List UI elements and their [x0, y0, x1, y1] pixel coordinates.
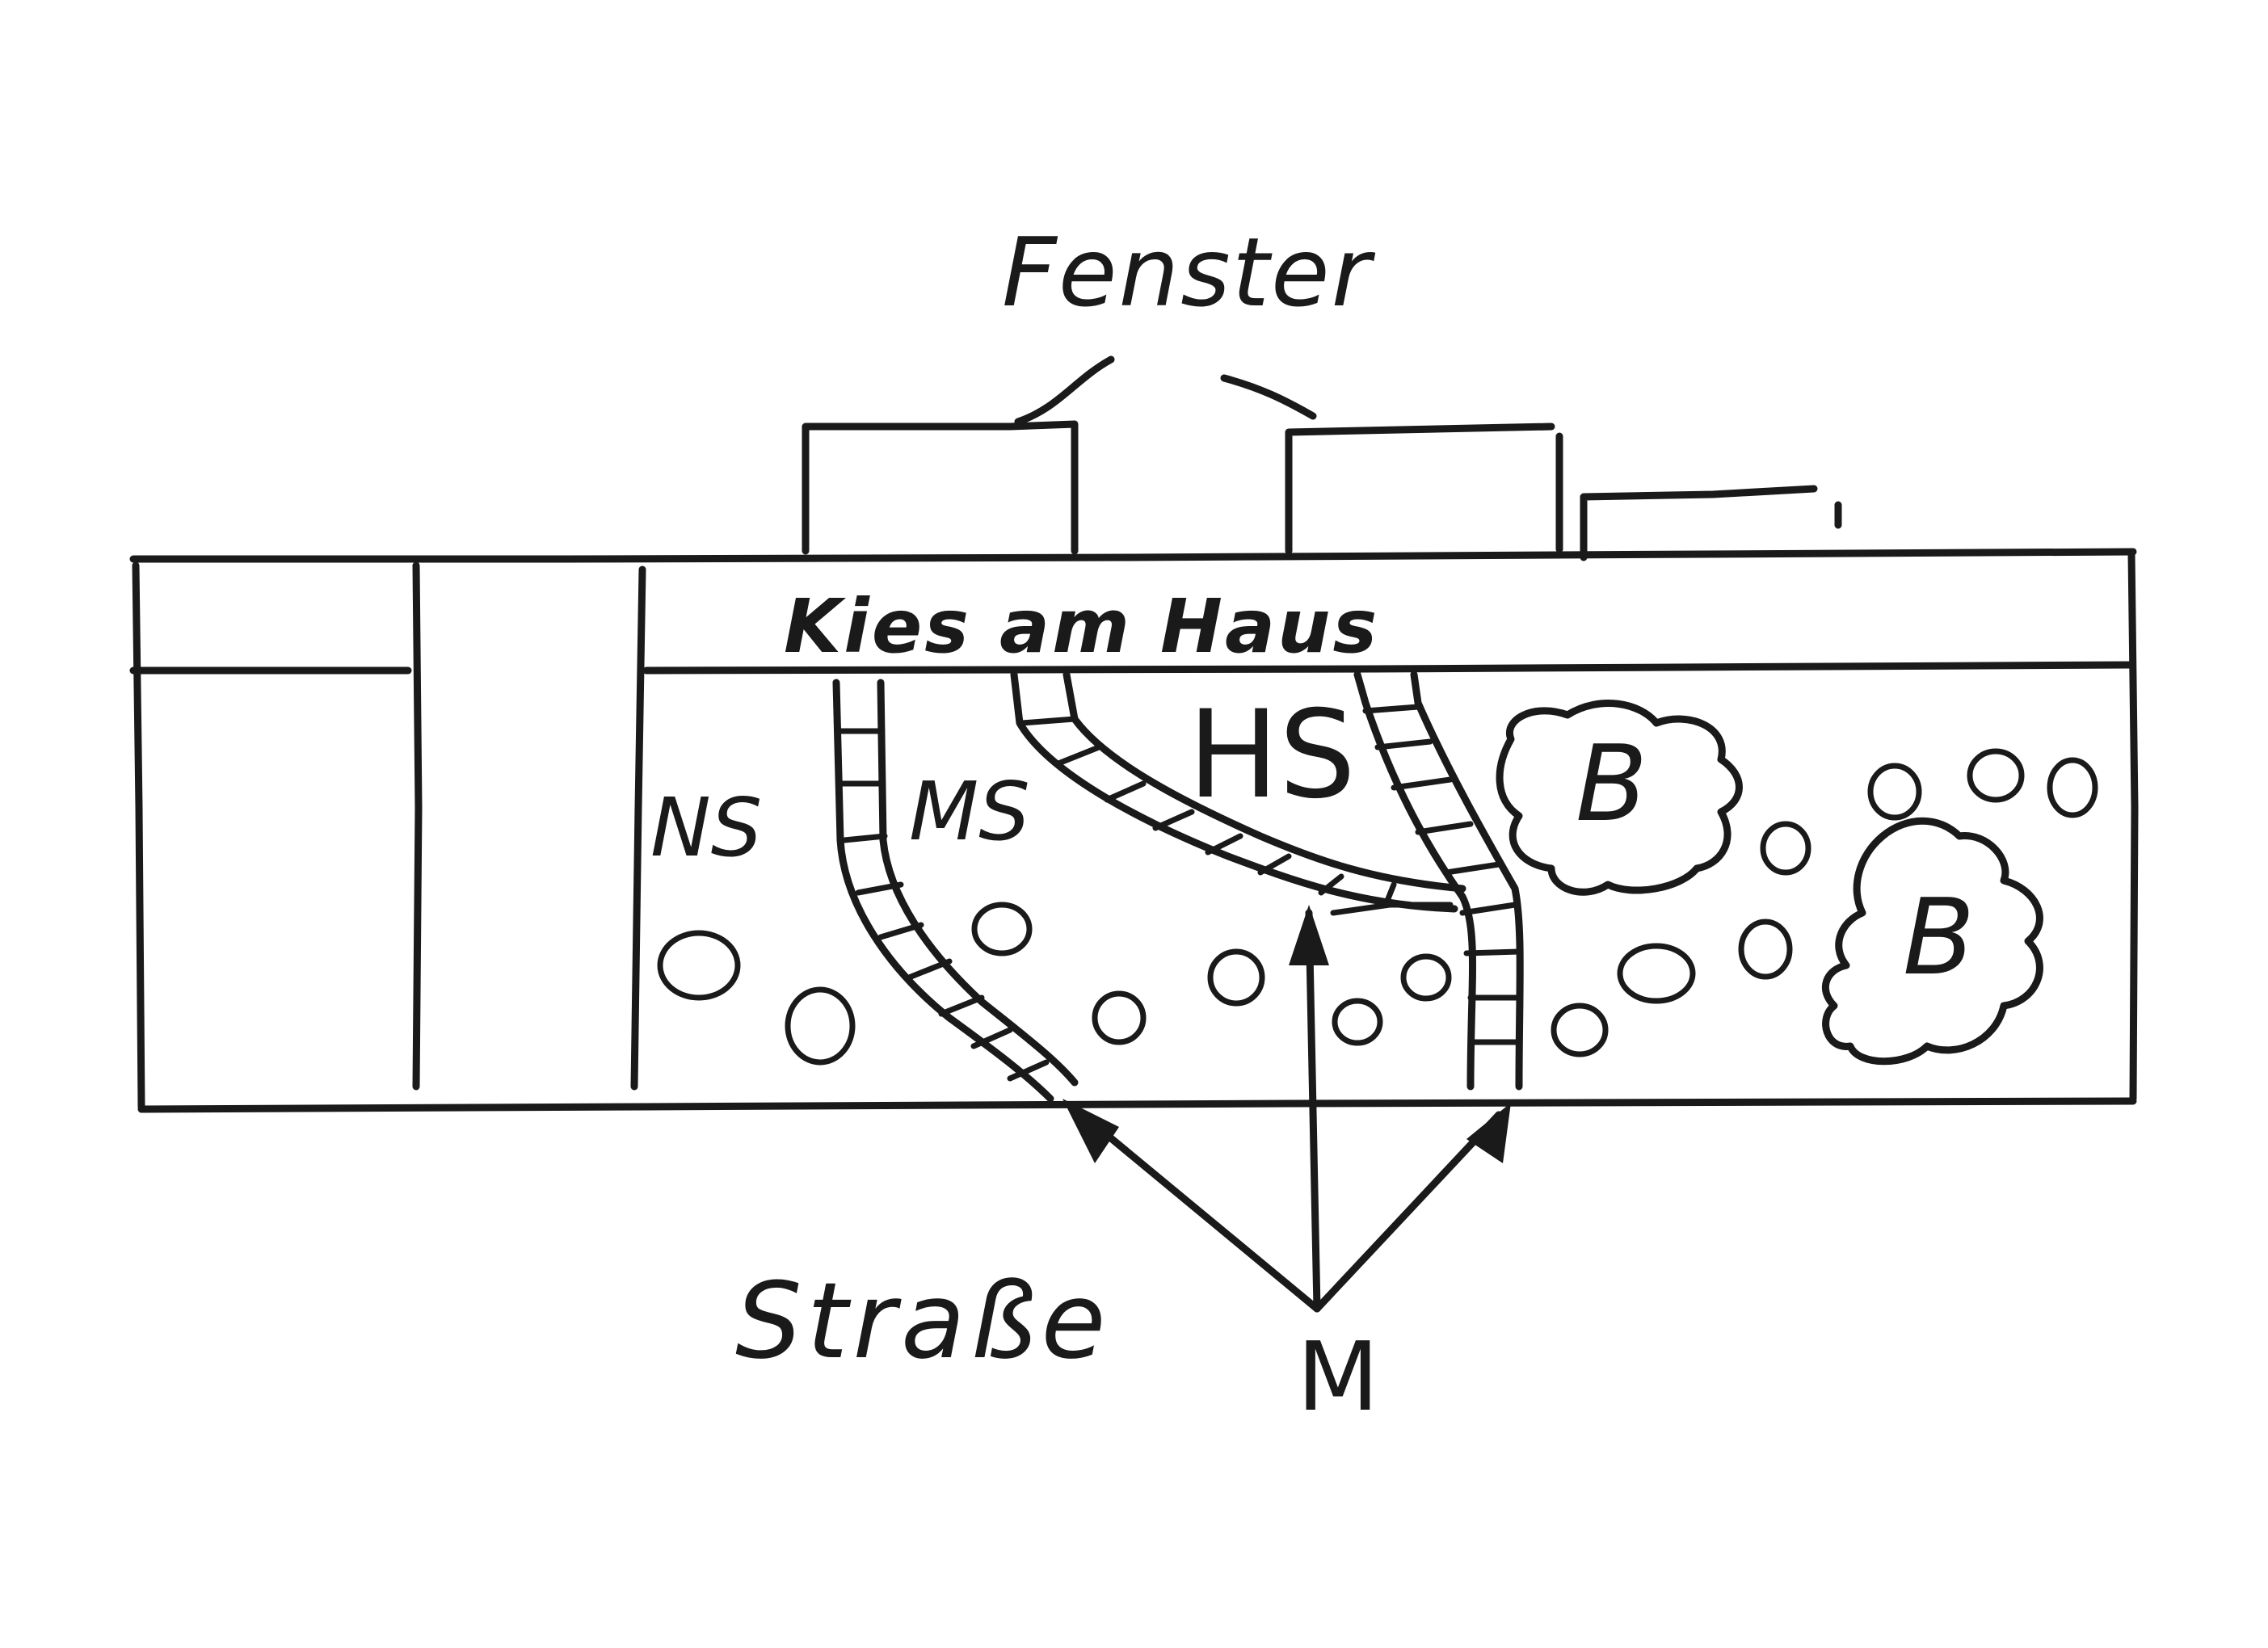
vertical-line-2 — [630, 565, 646, 1091]
arrowhead-ns — [1466, 1103, 1511, 1163]
windows — [802, 355, 1842, 561]
arrow-to-ns — [1313, 1111, 1503, 1313]
gravel-strip-bottom — [642, 661, 2135, 675]
kies-am-haus-label: Kies am Haus — [784, 583, 1380, 670]
trench-bottom-edge — [137, 1097, 2137, 1113]
stone — [1967, 748, 2025, 803]
boulder-2 — [1821, 817, 2043, 1066]
arrowhead-hs — [1289, 905, 1329, 965]
boulder-label-1: B — [1576, 722, 1648, 845]
window-right — [1580, 485, 1842, 561]
cable-ns — [1330, 671, 1524, 1091]
m-label: M — [1297, 1321, 1379, 1432]
window-left — [802, 420, 1079, 555]
strasse-label: Straße — [735, 1259, 1111, 1382]
arrow-to-hs — [1305, 909, 1321, 1313]
stone — [1092, 990, 1147, 1045]
trench-outline — [129, 548, 2139, 1113]
stone — [1332, 998, 1383, 1046]
fenster-leader-right — [1220, 374, 1317, 420]
stone — [785, 986, 856, 1066]
stone — [1207, 948, 1265, 1007]
stone — [1551, 1003, 1609, 1057]
boulders — [1496, 700, 2043, 1066]
stone — [2047, 757, 2098, 818]
stone — [1738, 919, 1793, 980]
stone — [971, 902, 1033, 956]
arrow-to-ms — [1079, 1111, 1321, 1313]
fenster-label: Fenster — [1002, 217, 1373, 328]
window-middle — [1285, 423, 1563, 555]
boulder-label-2: B — [1903, 876, 1976, 998]
stone — [657, 930, 741, 1001]
arrowhead-ms — [1062, 1099, 1119, 1163]
boulder-1 — [1496, 700, 1743, 896]
hs-label: HS — [1188, 685, 1357, 826]
cable-ms — [832, 679, 1079, 1103]
trench-top-edge — [129, 548, 2137, 563]
trench-left-edge — [132, 561, 145, 1111]
trench-right-edge — [2127, 549, 2139, 1103]
stone — [1760, 821, 1811, 876]
stone — [1400, 953, 1452, 1002]
stone — [1867, 763, 1922, 821]
stones — [657, 748, 2098, 1066]
cable-hs — [1010, 671, 1466, 913]
vertical-line-1 — [412, 561, 423, 1091]
ns-label: NS — [650, 780, 763, 875]
arrows — [1062, 905, 1511, 1313]
fenster-leader-left — [1014, 355, 1115, 426]
ms-label: MS — [909, 764, 1030, 859]
stone — [1617, 943, 1696, 1004]
